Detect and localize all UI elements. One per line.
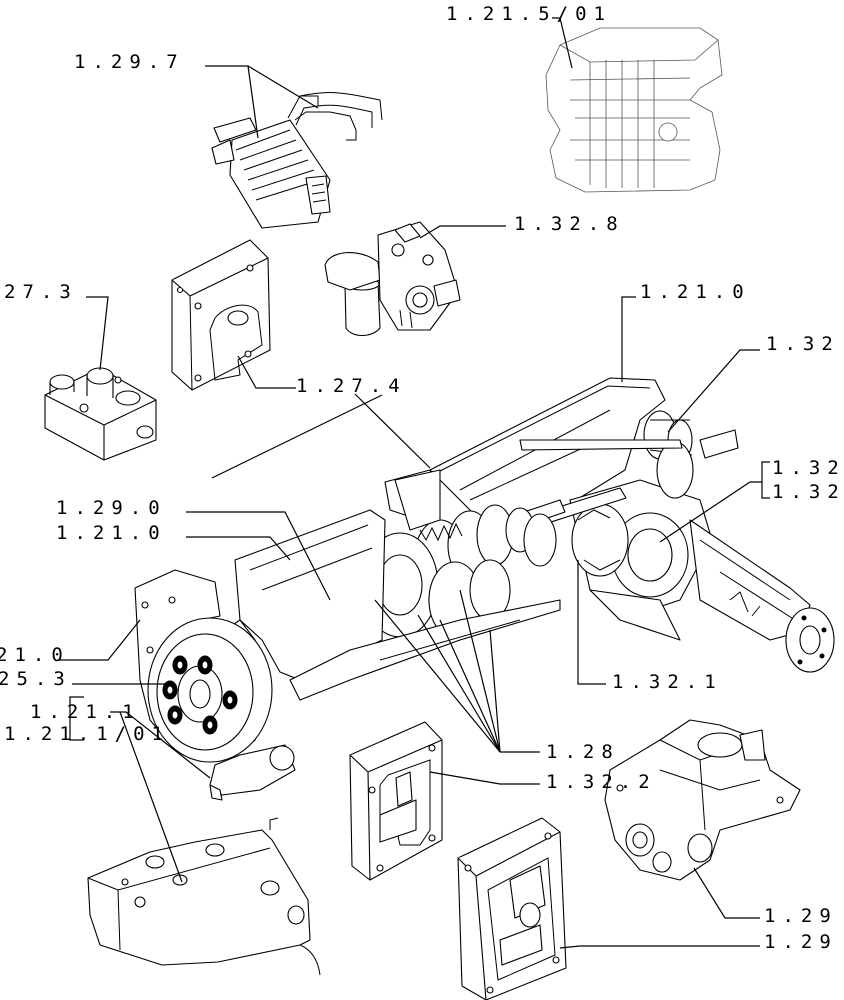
oil-cooler-icon (211, 92, 383, 229)
callout-1-21-1: 1.21.1 (30, 701, 141, 723)
side-cover-icon (349, 721, 443, 881)
front-cover-icon (457, 817, 567, 1000)
valve-block-icon (44, 367, 157, 461)
callout-21-0-left: 21.0 (0, 644, 70, 666)
callout-1-32-top: 1.32 (766, 333, 840, 355)
leader-lines (58, 17, 770, 949)
callout-1-28: 1.28 (546, 741, 620, 763)
callout-1-21-0-mid: 1.21.0 (56, 522, 167, 544)
callout-1-29-a: 1.29 (764, 905, 838, 927)
cover-plate-icon (171, 239, 271, 391)
lift-housing-icon (604, 719, 801, 881)
front-support-icon (87, 817, 321, 976)
callout-1-21-1-01: 1.21.1/01 (4, 723, 170, 745)
callout-1-27-4: 1.27.4 (296, 375, 407, 397)
callout-1-29-0: 1.29.0 (56, 497, 167, 519)
callout-1-29-b: 1.29 (764, 931, 838, 953)
callout-1-32-8: 1.32.8 (514, 213, 625, 235)
control-valve-icon (324, 221, 461, 337)
callout-1-32-2: 1.32.2 (546, 771, 657, 793)
callout-1-21-0-top: 1.21.0 (640, 281, 751, 303)
callout-27-3: 27.3 (4, 281, 78, 303)
callout-1-21-5-01: 1.21.5/01 (446, 3, 612, 25)
callout-labels: 1.21.5/01 1.29.7 1.32.8 27.3 1.27.4 1.21… (0, 3, 844, 953)
counterweight-icon (545, 27, 723, 193)
callout-1-32-1: 1.32.1 (612, 671, 723, 693)
callout-1-32-a: 1.32 (772, 457, 844, 479)
transmission-assembly-icon (134, 377, 835, 801)
callout-25-3: 25.3 (0, 668, 72, 690)
callout-1-29-7: 1.29.7 (74, 51, 185, 73)
callout-1-32-b: 1.32 (772, 481, 844, 503)
